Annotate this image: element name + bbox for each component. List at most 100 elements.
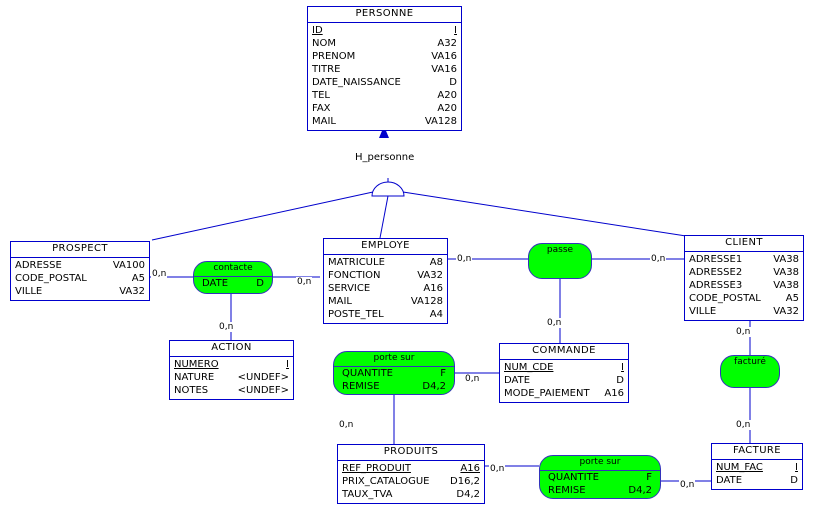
relation-attribute-name: QUANTITE <box>548 472 599 483</box>
relation-title: facturé <box>734 357 766 367</box>
attribute-type: A5 <box>131 273 145 284</box>
edge-arc-employe <box>379 195 389 239</box>
entity-title: EMPLOYE <box>324 239 447 255</box>
attribute-name: PRENOM <box>312 51 356 62</box>
relation-attribute-type: F <box>440 368 446 379</box>
attribute-type: I <box>795 462 798 473</box>
relation-attribute-type: D <box>256 278 264 289</box>
attribute-type: A20 <box>437 90 457 101</box>
attribute-name: FONCTION <box>328 270 381 281</box>
attribute-name: NUM_CDE <box>504 362 554 373</box>
attribute-type: A4 <box>429 309 443 320</box>
attribute-type: VA38 <box>773 254 799 265</box>
attribute-name: MAIL <box>328 296 352 307</box>
card-employe-passe: 0,n <box>456 254 473 264</box>
attribute-name: DATE_NAISSANCE <box>312 77 401 88</box>
attribute-type: VA100 <box>112 260 145 271</box>
edge-arc-prospect <box>151 191 374 241</box>
attribute-name: ID <box>312 25 323 36</box>
attribute-type: A8 <box>429 257 443 268</box>
attribute-name: NOM <box>312 38 336 49</box>
inheritance-label: H_personne <box>353 152 417 164</box>
attribute-name: PRIX_CATALOGUE <box>342 476 430 487</box>
attribute-type: D <box>616 375 624 386</box>
card-porte-facture: 0,n <box>679 480 696 490</box>
entity-title: ACTION <box>170 341 293 357</box>
card-passe-client: 0,n <box>650 254 667 264</box>
attribute-type: A20 <box>437 103 457 114</box>
relation-facture-rel[interactable]: facturé <box>720 355 780 388</box>
entity-title: CLIENT <box>685 236 803 252</box>
entity-title: COMMANDE <box>500 344 628 360</box>
entity-title: PERSONNE <box>308 7 461 23</box>
relation-attribute-name: REMISE <box>548 485 586 496</box>
relation-attribute-name: QUANTITE <box>342 368 393 379</box>
card-produits-porte: 0,n <box>338 420 355 430</box>
relation-attribute-type: D4,2 <box>422 381 446 392</box>
attribute-name: CODE_POSTAL <box>689 293 761 304</box>
attribute-name: VILLE <box>15 286 43 297</box>
card-commande-porte: 0,n <box>464 374 481 384</box>
attribute-type: VA128 <box>410 296 443 307</box>
attribute-type: A16 <box>604 388 624 399</box>
attribute-type: D <box>449 77 457 88</box>
attribute-name: NUMERO <box>174 359 219 370</box>
attribute-row: NOM A32 <box>312 37 457 50</box>
attribute-row: ADRESSE1 VA38 <box>689 253 799 266</box>
relation-attribute-type: D4,2 <box>628 485 652 496</box>
relation-attribute-row: REMISE D4,2 <box>548 484 652 497</box>
attribute-type: A32 <box>437 38 457 49</box>
entity-title: PROSPECT <box>11 242 149 258</box>
attribute-type: <UNDEF> <box>237 385 289 396</box>
attribute-type: VA16 <box>431 64 457 75</box>
attribute-name: MODE_PAIEMENT <box>504 388 590 399</box>
attribute-name: NATURE <box>174 372 215 383</box>
card-facture-facture: 0,n <box>735 420 752 430</box>
attribute-row: DATE_NAISSANCE D <box>312 76 457 89</box>
attribute-name: ADRESSE1 <box>689 254 743 265</box>
attribute-name: MAIL <box>312 116 336 127</box>
card-contacte-right: 0,n <box>296 277 313 287</box>
relation-attribute-row: QUANTITE F <box>342 367 446 380</box>
relation-passe[interactable]: passe <box>528 243 592 279</box>
attribute-name: SERVICE <box>328 283 371 294</box>
attribute-type: D16,2 <box>450 476 480 487</box>
